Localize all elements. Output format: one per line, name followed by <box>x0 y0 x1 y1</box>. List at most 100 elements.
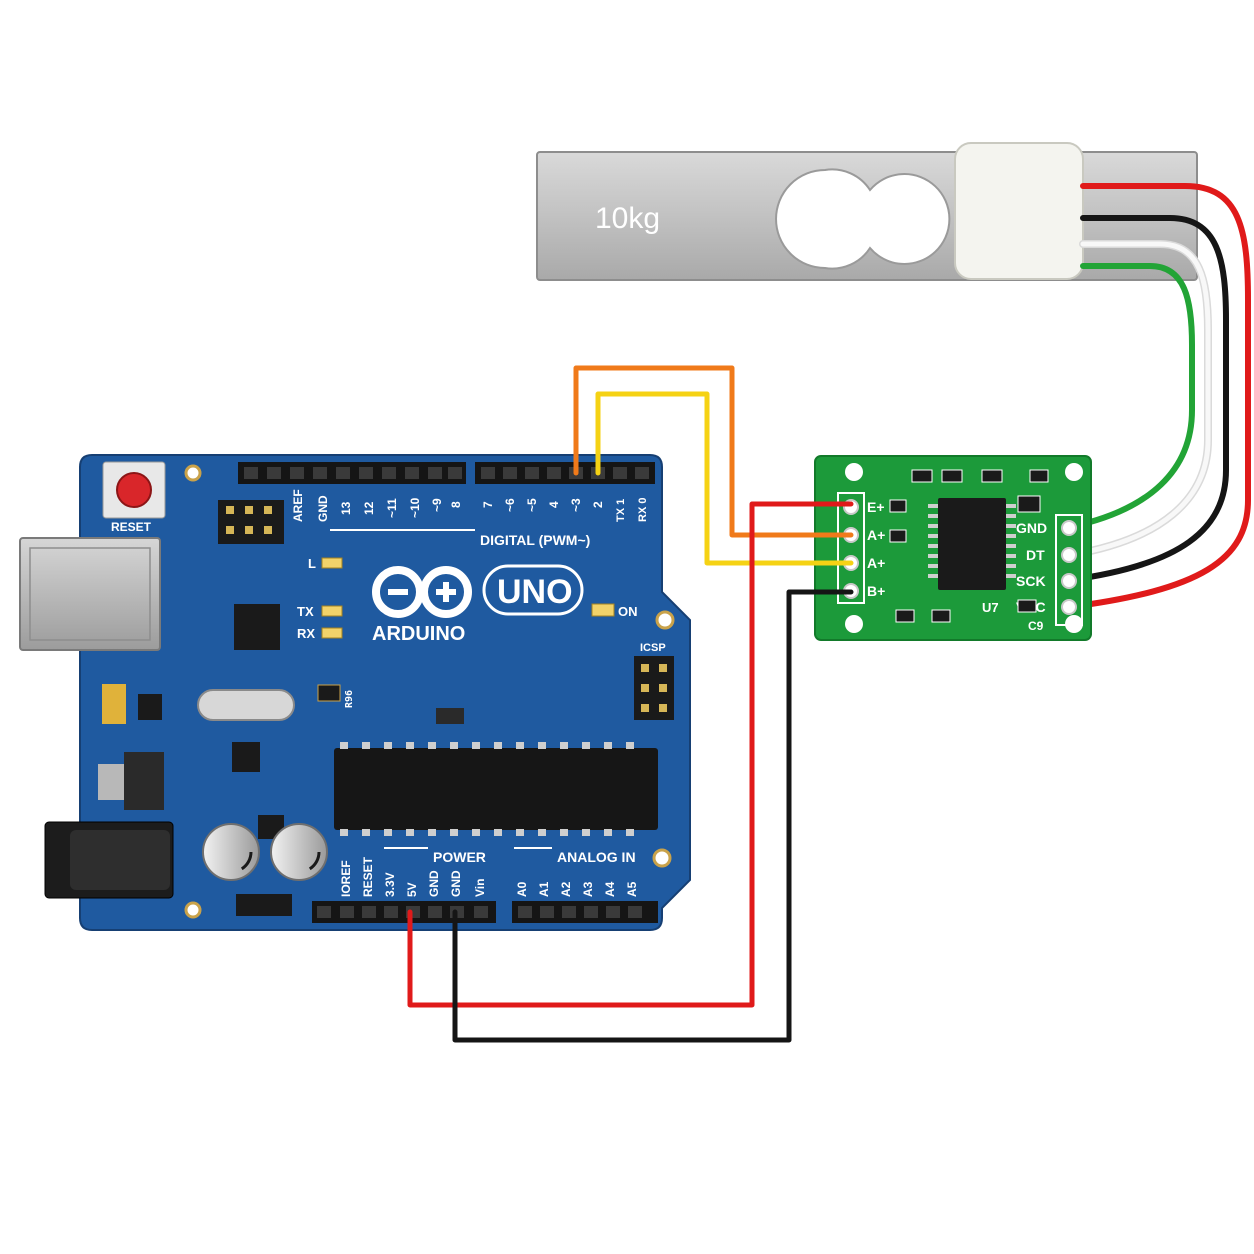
arduino-logo <box>372 566 472 618</box>
regulator-tab <box>98 764 124 800</box>
pin-label-12: 12 <box>362 501 376 515</box>
reset-label: RESET <box>111 520 152 534</box>
analog-pin-labels: A0 A1 A2 A3 A4 A5 <box>515 881 639 897</box>
hx711-right-pin-frame <box>1055 514 1083 626</box>
hx711-hole-3 <box>845 615 863 633</box>
small-part-top <box>436 708 464 724</box>
digital-pin-labels: AREF GND 13 12 ~11 ~10 ~9 8 7 ~6 ~5 4 ~3… <box>291 489 649 522</box>
pin-label-reset: RESET <box>361 856 375 897</box>
hx711-smd-parts <box>889 469 1049 623</box>
load-cell-capacity-label: 10kg <box>595 202 660 235</box>
digital-header-holes <box>244 467 649 479</box>
led-tx-label: TX <box>297 604 314 619</box>
uno-text: UNO <box>497 573 573 611</box>
pin-label-2: 2 <box>591 501 605 508</box>
usb-controller-chip <box>234 604 280 650</box>
icsp-header-usb <box>218 500 284 544</box>
icsp-header <box>634 656 674 720</box>
reset-cap-smd <box>317 684 341 702</box>
led-on-label: ON <box>618 604 638 619</box>
crystal-oscillator <box>197 689 295 721</box>
pin-label-vin: Vin <box>473 879 487 897</box>
hx711-right-pads <box>1061 520 1077 615</box>
icsp-label: ICSP <box>640 642 666 654</box>
load-cell: 10kg <box>536 142 1198 281</box>
load-cell-green-wire <box>1067 263 1195 530</box>
wire-yellow-pin2-to-a-plus <box>595 391 854 566</box>
load-cell-black-wire <box>1067 215 1229 583</box>
power-pin-labels: IOREF RESET 3.3V 5V GND GND Vin <box>339 856 487 897</box>
load-cell-red-wire <box>1067 183 1251 610</box>
mounting-hole-4 <box>184 901 202 919</box>
led-tx <box>321 605 343 617</box>
hx711-pin-b-plus: B+ <box>867 583 885 599</box>
pin-label-a2: A2 <box>559 881 573 897</box>
led-rx <box>321 627 343 639</box>
led-l <box>321 557 343 569</box>
power-header-label: POWER <box>433 849 486 865</box>
hx711-cap-label: C9 <box>1028 619 1044 633</box>
pin-label-13: 13 <box>339 501 353 515</box>
r96-silk: R96 <box>344 690 355 708</box>
pin-label-10: ~10 <box>408 497 422 518</box>
atmega-pins-bottom <box>340 829 634 836</box>
hx711-module: E+ A+ A+ B+ GND DT SCK VCC U7 C9 <box>814 455 1092 641</box>
hx711-hole-2 <box>1065 463 1083 481</box>
transistor <box>138 694 162 720</box>
usb-b-connector <box>19 537 161 651</box>
pin-label-9: ~9 <box>430 498 444 512</box>
mounting-hole-1 <box>184 464 202 482</box>
hx711-chip-pins <box>928 504 1016 578</box>
atmega-pins-top <box>340 742 634 749</box>
diode <box>236 894 292 916</box>
electrolytic-capacitor-2 <box>270 823 328 881</box>
usb-b-connector-face <box>29 547 151 641</box>
wire-black-gnd-to-b-plus <box>452 589 854 1043</box>
wire-red-5v-to-e-plus <box>407 501 854 1008</box>
digital-header-right <box>475 462 655 484</box>
polyfuse <box>102 684 126 724</box>
pin-label-3v3: 3.3V <box>383 872 397 897</box>
wire-orange-pin3-to-a-plus <box>573 365 854 538</box>
pin-label-a5: A5 <box>625 881 639 897</box>
pin-label-a1: A1 <box>537 881 551 897</box>
pin-label-a4: A4 <box>603 881 617 897</box>
reset-button[interactable] <box>116 472 152 508</box>
hx711-pin-dt: DT <box>1026 547 1045 563</box>
hx711-pin-sck: SCK <box>1016 573 1046 589</box>
hx711-pin-a-plus-1: A+ <box>867 527 885 543</box>
arduino-uno-board: RESET <box>19 454 691 931</box>
hx711-left-pin-frame <box>837 492 865 604</box>
pin-label-6: ~6 <box>503 498 517 512</box>
hx711-hole-1 <box>845 463 863 481</box>
pin-label-rx0: RX 0 <box>637 498 649 522</box>
hx711-chip <box>938 498 1006 590</box>
load-cell-double-hole <box>775 168 951 270</box>
pin-label-a3: A3 <box>581 881 595 897</box>
pin-label-gnd-2: GND <box>449 870 463 897</box>
mounting-hole-3 <box>652 848 672 868</box>
arduino-text: ARDUINO <box>372 623 465 645</box>
pin-label-3: ~3 <box>569 498 583 512</box>
pin-label-7: 7 <box>481 501 495 508</box>
hx711-pin-a-plus-2: A+ <box>867 555 885 571</box>
led-l-label: L <box>308 556 316 571</box>
pin-label-4: 4 <box>547 501 561 508</box>
digital-header-label: DIGITAL (PWM~) <box>480 532 590 548</box>
pin-label-aref: AREF <box>291 489 305 522</box>
load-cell-white-wire-core <box>1067 241 1211 558</box>
pin-label-gnd-1: GND <box>427 870 441 897</box>
pin-label-gnd: GND <box>316 495 330 522</box>
small-ic-1 <box>232 742 260 772</box>
mounting-hole-2 <box>655 610 675 630</box>
pin-label-ioref: IOREF <box>339 860 353 897</box>
power-header <box>312 901 496 923</box>
led-on <box>591 603 615 617</box>
load-cell-cable <box>1066 183 1251 610</box>
dc-barrel-jack-shade <box>70 830 170 890</box>
voltage-regulator <box>124 752 164 810</box>
hx711-pin-e-plus: E+ <box>867 499 885 515</box>
bottom-header-holes <box>317 906 642 918</box>
pin-label-a0: A0 <box>515 881 529 897</box>
atmega328-chip <box>334 748 658 830</box>
